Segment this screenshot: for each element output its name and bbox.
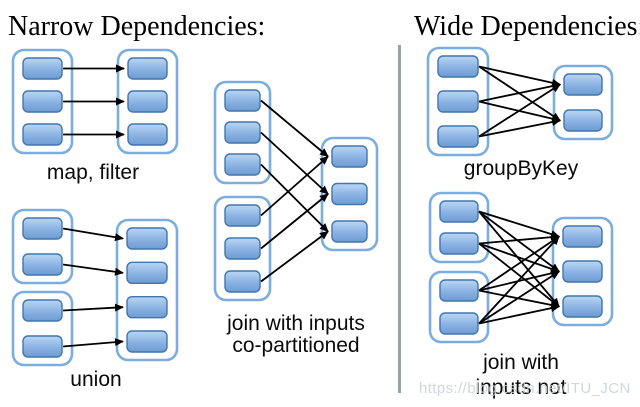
- figure-join-not-co-partitioned: [428, 191, 614, 344]
- dependency-arrow: [478, 118, 561, 138]
- dependency-arrow: [478, 65, 561, 87]
- wide-dependencies-title: Wide Dependencies:: [414, 11, 640, 42]
- partition-box: [437, 90, 479, 113]
- figure-join-co-partitioned: [213, 80, 379, 302]
- dependency-arrow: [260, 131, 329, 195]
- dependency-arrow: [62, 263, 124, 276]
- partition-box: [563, 73, 603, 96]
- partition-box: [562, 260, 603, 283]
- dependency-arrow: [478, 270, 560, 325]
- dependency-arrow: [478, 210, 560, 273]
- partition-box: [127, 90, 168, 113]
- partition-box: [331, 220, 368, 243]
- partition-box: [562, 225, 603, 248]
- dependency-arrow: [478, 235, 560, 325]
- partition-box: [224, 121, 261, 144]
- partition-box: [127, 57, 168, 80]
- dependency-arrow: [260, 193, 329, 250]
- caption-join-not-co-partitioned: join with inputs not co-partitioned: [475, 351, 567, 407]
- csdn-watermark: https://blog.csdn.net/ITU_JCN: [419, 380, 631, 397]
- partition-box: [563, 109, 603, 132]
- partition-box: [439, 312, 479, 335]
- partition-box: [126, 330, 168, 353]
- partition-box: [224, 270, 261, 293]
- partition-box: [126, 261, 168, 285]
- dependency-arrow: [478, 83, 561, 138]
- partition-box: [439, 279, 479, 302]
- partition-box: [22, 299, 63, 322]
- figure-union: [11, 208, 179, 367]
- partition-box: [439, 200, 479, 223]
- figure-map-filter: [11, 48, 179, 155]
- dependency-arrow: [478, 233, 560, 245]
- dependency-arrow: [62, 338, 124, 348]
- rdd-container: [115, 218, 179, 362]
- partition-box: [224, 89, 261, 112]
- partition-box: [22, 57, 63, 80]
- dependency-arrow: [478, 210, 560, 238]
- partition-box: [22, 90, 63, 113]
- partition-box: [224, 153, 261, 176]
- partition-box: [437, 125, 479, 148]
- dependency-arrow: [478, 210, 560, 308]
- dependency-arrow: [478, 242, 560, 273]
- partition-box: [22, 123, 63, 146]
- caption-join-co-partitioned: join with inputs co-partitioned: [227, 312, 365, 357]
- partition-box: [22, 335, 63, 358]
- partition-box: [331, 182, 368, 206]
- partition-box: [224, 237, 261, 260]
- dependency-arrow: [62, 227, 124, 242]
- partition-box: [331, 145, 368, 168]
- dependency-arrow: [478, 235, 560, 292]
- partition-box: [22, 217, 63, 240]
- caption-union: union: [70, 368, 122, 391]
- dependency-arrow: [62, 303, 124, 312]
- dependency-arrow: [260, 230, 329, 283]
- partition-box: [22, 253, 63, 276]
- partition-box: [126, 295, 168, 319]
- figure-groupByKey: [426, 46, 614, 157]
- partition-box: [437, 55, 479, 78]
- narrow-dependencies-title: Narrow Dependencies:: [8, 11, 266, 42]
- partition-box: [224, 204, 261, 227]
- caption-map-filter: map, filter: [46, 161, 140, 184]
- dependency-arrow: [478, 242, 560, 308]
- dependency-arrow: [260, 163, 329, 233]
- dependency-arrow: [260, 155, 329, 217]
- partition-box: [127, 123, 168, 146]
- dependency-arrow: [478, 82, 561, 103]
- dependency-arrow: [478, 304, 560, 325]
- partition-box: [562, 295, 603, 318]
- partition-box: [439, 232, 479, 255]
- section-divider: [398, 45, 401, 393]
- dependency-arrow: [260, 99, 329, 158]
- partition-box: [126, 227, 168, 250]
- caption-groupByKey: groupByKey: [463, 157, 579, 180]
